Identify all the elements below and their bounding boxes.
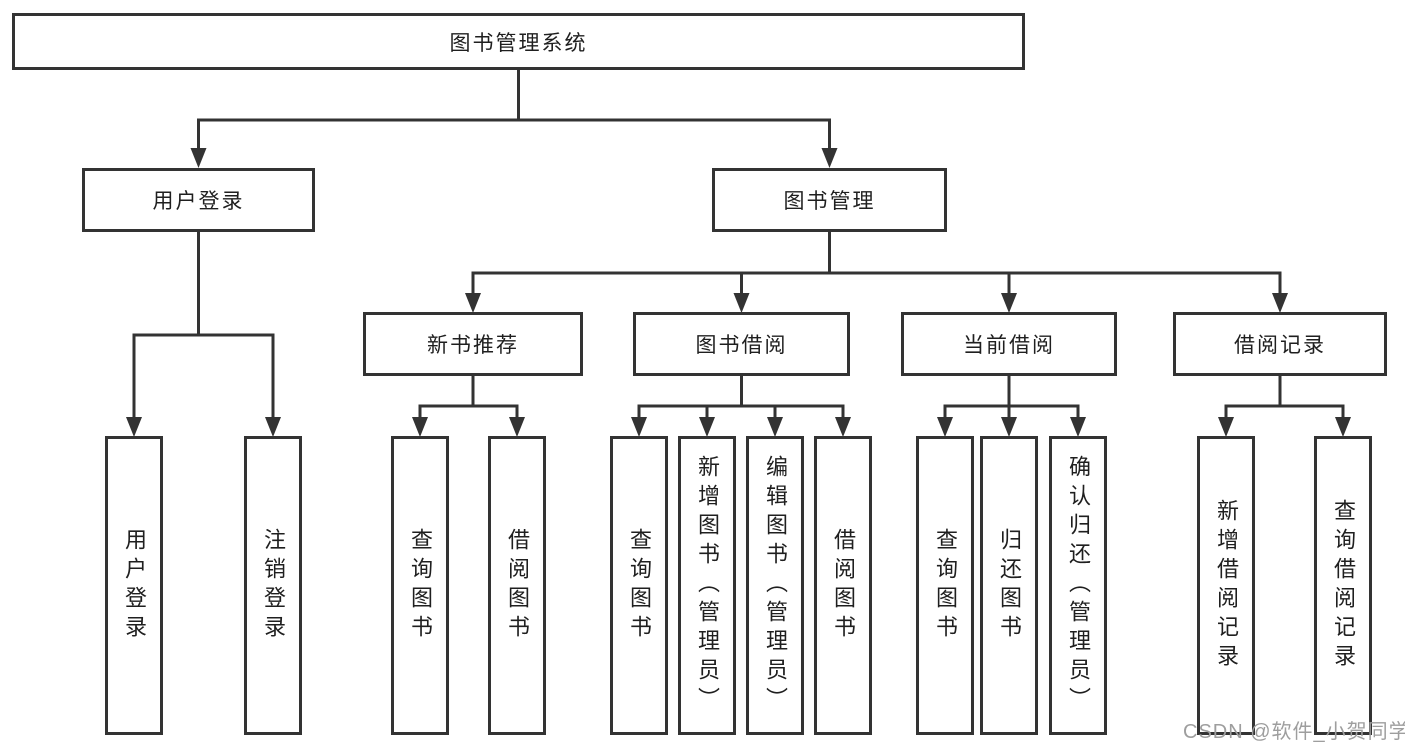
node-label: 查询图书 [408,527,433,644]
leaf-edit-books-admin: 编辑图书（管理员） [746,436,804,735]
node-label: 借阅记录 [1234,334,1326,357]
node-label: 新增借阅记录 [1214,498,1239,673]
node-label: 用户登录 [122,527,147,644]
node-label: 确认归还（管理员） [1066,455,1091,716]
leaf-query-borrow-record: 查询借阅记录 [1314,436,1372,735]
leaf-logout: 注销登录 [244,436,302,735]
csdn-watermark: CSDN @软件_小贺同学 [1183,721,1405,743]
node-root-system: 图书管理系统 [12,13,1025,70]
node-label: 图书借阅 [695,334,788,357]
node-label: 借阅图书 [505,527,530,644]
leaf-return-books: 归还图书 [980,436,1038,735]
leaf-borrow-books-recommend: 借阅图书 [488,436,546,735]
leaf-user-login: 用户登录 [105,436,163,735]
node-book-borrow: 图书借阅 [633,312,850,376]
node-label: 借阅图书 [831,527,856,644]
node-label: 编辑图书（管理员） [763,455,788,716]
node-label: 查询借阅记录 [1331,498,1356,673]
leaf-query-books-current: 查询图书 [916,436,974,735]
node-new-book-recommend: 新书推荐 [363,312,583,376]
node-book-management: 图书管理 [712,168,947,232]
leaf-add-borrow-record: 新增借阅记录 [1197,436,1255,735]
leaf-query-books-borrow: 查询图书 [610,436,668,735]
node-user-login: 用户登录 [82,168,315,232]
leaf-borrow-books: 借阅图书 [814,436,872,735]
arrowhead-icons [126,148,1351,437]
node-label: 归还图书 [997,527,1022,644]
node-label: 查询图书 [627,527,652,644]
node-label: 新书推荐 [427,334,519,357]
node-label: 查询图书 [933,527,958,644]
node-label: 当前借阅 [963,334,1055,357]
node-label: 新增图书（管理员） [695,455,720,716]
node-label: 注销登录 [261,527,286,644]
node-current-borrow: 当前借阅 [901,312,1117,376]
node-label: 图书管理系统 [449,31,588,55]
node-label: 图书管理 [783,190,876,213]
leaf-query-books-recommend: 查询图书 [391,436,449,735]
leaf-confirm-return-admin: 确认归还（管理员） [1049,436,1107,735]
node-borrow-records: 借阅记录 [1173,312,1387,376]
leaf-add-books-admin: 新增图书（管理员） [678,436,736,735]
node-label: 用户登录 [152,190,245,213]
